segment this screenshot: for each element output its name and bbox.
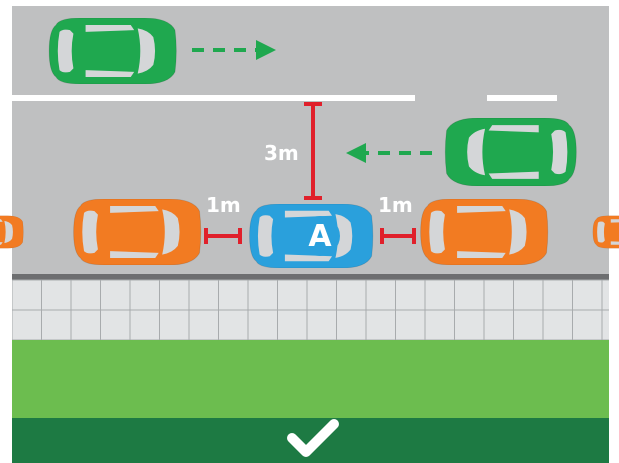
parked-car-rear bbox=[74, 199, 201, 265]
grass bbox=[12, 340, 609, 418]
parked-car-far-left bbox=[0, 216, 23, 248]
lane-distance-label: 3m bbox=[264, 141, 299, 165]
gap-front-label: 1m bbox=[378, 193, 413, 217]
parked-car-far-right bbox=[593, 216, 619, 248]
gap-rear-label: 1m bbox=[206, 193, 241, 217]
curb bbox=[0, 274, 619, 280]
moving-car-right bbox=[445, 118, 576, 186]
subject-car-label: A bbox=[308, 219, 332, 254]
moving-car-top bbox=[49, 18, 176, 84]
lane-line-left bbox=[12, 95, 415, 101]
parked-car-front bbox=[421, 199, 548, 265]
lane-line-right bbox=[487, 95, 557, 101]
